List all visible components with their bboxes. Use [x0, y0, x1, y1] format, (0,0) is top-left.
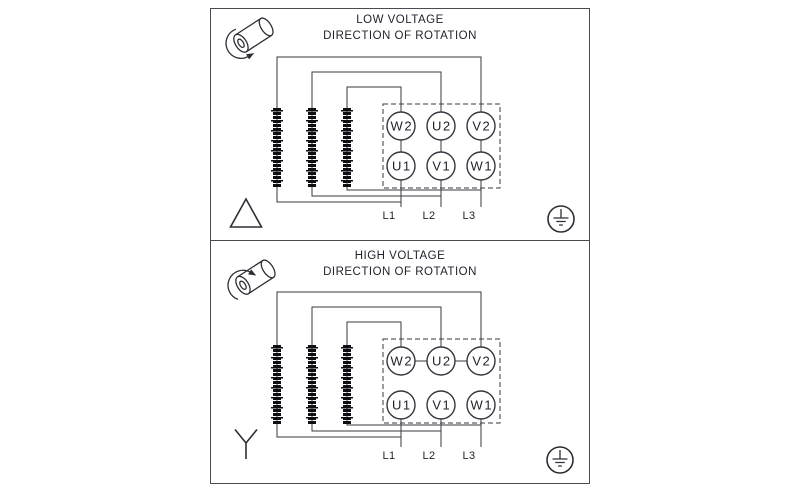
panel-low-voltage: LOW VOLTAGE DIRECTION OF ROTATION — [209, 7, 591, 242]
terminal-box-outline — [382, 103, 501, 189]
supply-label-l3: L3 — [462, 210, 475, 222]
rotation-direction-icon — [227, 259, 276, 301]
wire-loop-1 — [276, 56, 482, 203]
shaft-hub — [237, 38, 245, 48]
terminal-label: W1 — [471, 398, 494, 413]
terminal-u1 — [386, 151, 416, 181]
panel-high-voltage: HIGH VOLTAGE DIRECTION OF ROTATION — [209, 239, 591, 485]
terminal-label: U1 — [392, 398, 412, 413]
ground-lines — [552, 450, 568, 467]
terminal-w1 — [466, 151, 496, 181]
shaft-far-cap — [260, 259, 276, 279]
wire-loop-1 — [276, 291, 482, 438]
supply-label-l2: L2 — [422, 210, 435, 222]
rotation-arrow-arc — [225, 28, 249, 59]
shaft-far-cap — [258, 17, 274, 37]
terminals-low: W2 U2 V2 U1 V1 W1 — [386, 111, 496, 181]
delta-jumper-links — [400, 140, 482, 152]
wiring-loops-low — [276, 56, 482, 207]
earth-ground-icon — [546, 446, 574, 474]
terminal-strip-bars-low — [271, 108, 353, 188]
shaft-hub — [239, 280, 247, 290]
ground-circle — [546, 446, 574, 474]
ground-lines — [553, 209, 569, 226]
shaft-cylinder — [233, 17, 274, 53]
wire-loop-3 — [346, 86, 481, 191]
terminal-v2 — [466, 111, 496, 141]
supply-line-drops — [400, 419, 482, 447]
terminal-u2 — [426, 346, 456, 376]
supply-label-l1: L1 — [382, 210, 395, 222]
terminal-v1 — [426, 390, 456, 420]
supply-label-l1: L1 — [382, 450, 395, 462]
ground-circle — [547, 205, 575, 233]
panel-subtitle: DIRECTION OF ROTATION — [323, 266, 477, 278]
terminal-label: W2 — [391, 354, 414, 369]
terminals-high: W2 U2 V2 U1 V1 W1 — [386, 346, 496, 420]
shaft-cylinder — [235, 259, 276, 295]
terminal-label: V2 — [472, 119, 491, 134]
supply-label-l3: L3 — [462, 450, 475, 462]
terminal-v1 — [426, 151, 456, 181]
terminal-label: W2 — [391, 119, 414, 134]
rotation-arrow-head — [246, 53, 255, 60]
terminal-label: U2 — [432, 119, 452, 134]
terminal-label: U1 — [392, 159, 412, 174]
terminal-v2 — [466, 346, 496, 376]
terminal-w1 — [466, 390, 496, 420]
rotation-arrow-head — [248, 269, 257, 276]
rotation-direction-icon — [225, 17, 274, 60]
terminal-u1 — [386, 390, 416, 420]
delta-symbol — [229, 197, 263, 228]
terminal-w2 — [386, 346, 416, 376]
panel-subtitle: DIRECTION OF ROTATION — [323, 30, 477, 42]
terminal-label: W1 — [471, 159, 494, 174]
terminal-u2 — [426, 111, 456, 141]
terminal-label: V1 — [432, 398, 451, 413]
wye-symbol — [234, 428, 258, 459]
terminal-label: V1 — [432, 159, 451, 174]
terminal-w2 — [386, 111, 416, 141]
earth-ground-icon — [547, 205, 575, 233]
wire-loop-3 — [346, 321, 481, 426]
terminal-box-outline — [382, 338, 501, 424]
wiring-loops-high — [276, 291, 482, 447]
supply-label-l2: L2 — [422, 450, 435, 462]
wire-loop-2 — [311, 306, 442, 432]
panel-title: LOW VOLTAGE — [356, 14, 444, 26]
terminal-label: U2 — [432, 354, 452, 369]
panel-title: HIGH VOLTAGE — [355, 250, 446, 262]
rotation-arrow-arc — [227, 269, 251, 301]
supply-line-drops — [400, 180, 482, 207]
terminal-label: V2 — [472, 354, 491, 369]
wire-loop-2 — [311, 71, 442, 197]
terminal-strip-bars-high — [271, 345, 353, 425]
